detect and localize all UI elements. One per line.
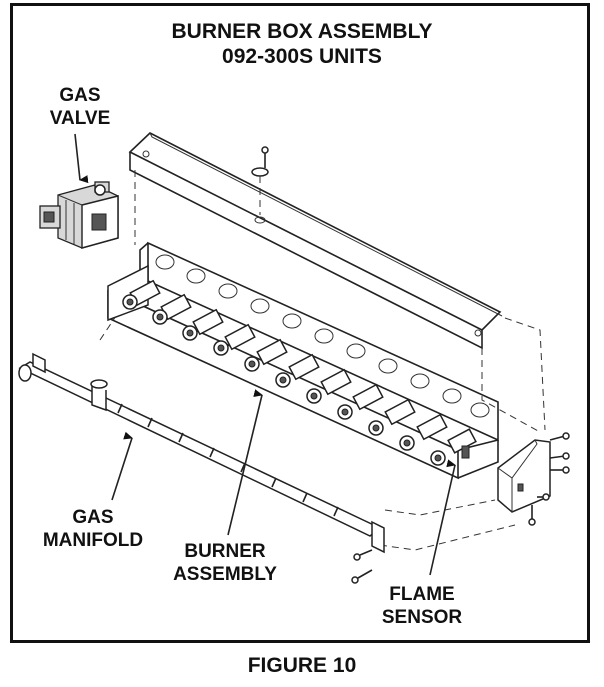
- gas-valve-arrow: [74, 133, 89, 184]
- gas-valve-label: GAS VALVE: [46, 84, 114, 130]
- gas-manifold: [18, 352, 385, 584]
- burner-assembly-label: BURNER ASSEMBLY: [160, 540, 290, 586]
- gas-valve-label-line1: GAS: [59, 85, 101, 106]
- burner-assembly-label-line1: BURNER: [184, 541, 266, 562]
- gas-valve: [39, 181, 119, 249]
- burner-tubes: [122, 279, 477, 466]
- burner-ports: [155, 254, 490, 418]
- gas-valve-label-line2: VALVE: [49, 108, 111, 129]
- assembly-guide-lines: [99, 170, 546, 551]
- figure-caption: FIGURE 10: [247, 654, 357, 677]
- gas-manifold-arrow: [111, 431, 133, 501]
- flame-sensor-arrow: [429, 459, 456, 576]
- burner-box: [107, 241, 499, 480]
- flame-sensor-label: FLAME SENSOR: [368, 583, 476, 629]
- flame-sensor-label-line1: FLAME: [389, 584, 455, 605]
- burner-assembly-label-line2: ASSEMBLY: [173, 564, 277, 585]
- gas-manifold-label-line1: GAS: [72, 507, 114, 528]
- flame-sensor-label-line2: SENSOR: [381, 607, 463, 628]
- figure-title-line1: BURNER BOX ASSEMBLY: [171, 20, 433, 43]
- gas-manifold-label-line2: MANIFOLD: [42, 530, 144, 551]
- leader-arrows: [74, 133, 456, 576]
- flame-sensor-part: [461, 445, 470, 459]
- gas-manifold-label: GAS MANIFOLD: [33, 506, 153, 552]
- figure-frame: [10, 3, 590, 643]
- top-cover-plate: [128, 132, 503, 350]
- figure-title-line2: 092-300S UNITS: [222, 45, 382, 68]
- burner-assembly-arrow: [227, 389, 263, 536]
- right-end-bracket: [497, 432, 570, 526]
